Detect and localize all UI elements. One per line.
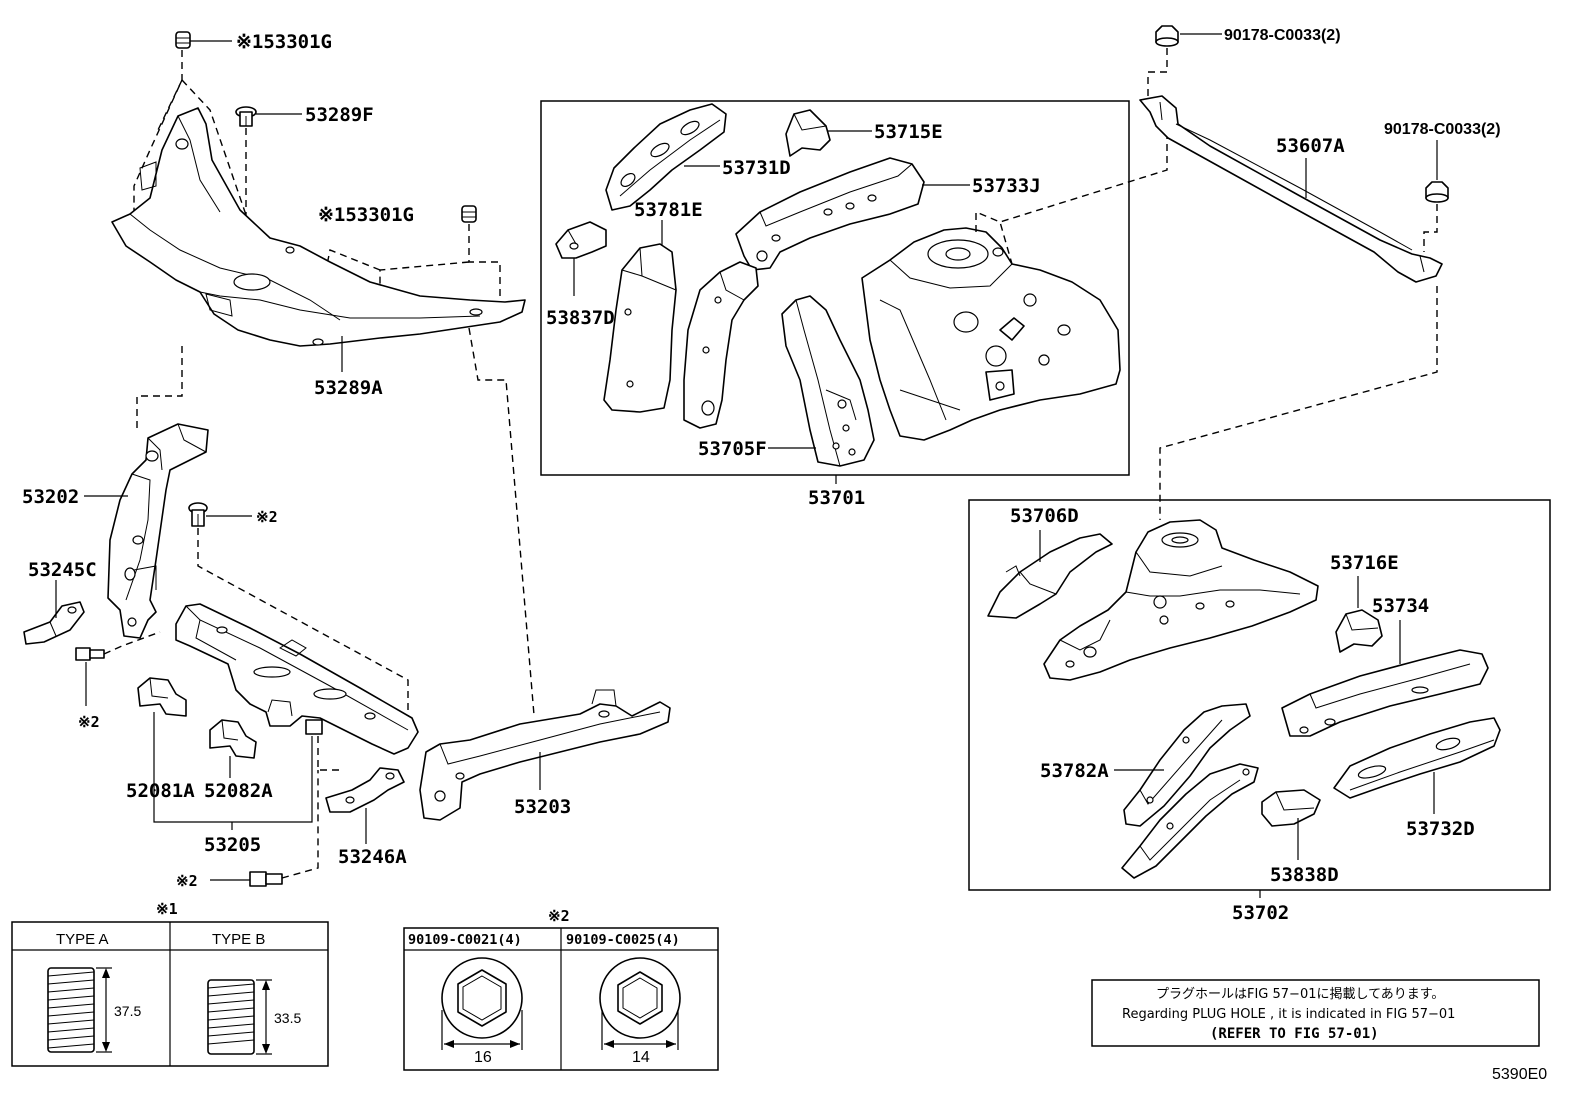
label-53716e: 53716E — [1330, 552, 1399, 574]
type-a-header: TYPE A — [56, 931, 109, 948]
note-japanese: プラグホールはFIG 57−01に掲載してあります。 — [1156, 986, 1444, 1002]
bolt-head-a-drawing — [441, 957, 523, 1050]
label-53715e: 53715E — [874, 121, 943, 143]
label-x2-bottom: ※2 — [176, 872, 198, 890]
label-53702: 53702 — [1232, 902, 1289, 924]
bracket-52082a[interactable] — [209, 719, 257, 759]
panel-53781e[interactable] — [603, 243, 677, 413]
bracket-53715e[interactable] — [785, 109, 831, 157]
nut-90178-top[interactable] — [1155, 25, 1179, 47]
bracket-52081a[interactable] — [137, 677, 187, 717]
label-52082a: 52082A — [204, 780, 273, 802]
label-53706d: 53706D — [1010, 505, 1079, 527]
label-53732d: 53732D — [1406, 818, 1475, 840]
bolt-bottom[interactable] — [249, 871, 283, 887]
table-clip-types: ※1 TYPE A TYPE B 37.5 33.5 — [11, 900, 329, 1067]
label-90178-a: 90178-C0033(2) — [1224, 27, 1341, 44]
label-53301g-top: ※153301G — [236, 31, 332, 53]
label-53289f: 53289F — [305, 104, 374, 126]
bracket-53838d[interactable] — [1261, 789, 1321, 827]
label-52081a: 52081A — [126, 780, 195, 802]
label-53782a: 53782A — [1040, 760, 1109, 782]
reinforcement-53732d[interactable] — [1333, 717, 1501, 799]
label-53205: 53205 — [204, 834, 261, 856]
bolt-53289f[interactable] — [235, 106, 257, 127]
note-english: Regarding PLUG HOLE , it is indicated in… — [1122, 1007, 1455, 1022]
bolt-part-a: 90109-C0021(4) — [408, 932, 522, 948]
label-x2-bolt: ※2 — [256, 508, 278, 526]
apron-lower-member-53203[interactable] — [419, 689, 671, 821]
table2-marker: ※2 — [548, 907, 570, 925]
dim-bolt-b: 14 — [632, 1049, 650, 1066]
clip-53301g-top[interactable] — [175, 31, 191, 49]
label-53838d: 53838D — [1270, 864, 1339, 886]
dim-type-b: 33.5 — [274, 1010, 301, 1026]
clip-53301g-mid[interactable] — [461, 205, 477, 223]
bolt-head-b-drawing — [599, 957, 681, 1050]
front-member-group: 53202 53245C ※2 ※2 — [22, 423, 671, 890]
label-53202: 53202 — [22, 486, 79, 508]
label-53837d: 53837D — [546, 307, 615, 329]
note-reference: (REFER TO FIG 57-01) — [1210, 1026, 1379, 1042]
label-53731d: 53731D — [722, 157, 791, 179]
label-53203: 53203 — [514, 796, 571, 818]
label-53301g-mid: ※153301G — [318, 204, 414, 226]
brace-53607a[interactable] — [1139, 95, 1443, 283]
label-90178-b: 90178-C0033(2) — [1384, 121, 1501, 138]
panel-53705f[interactable] — [781, 295, 875, 467]
clip-type-b-drawing — [207, 979, 272, 1055]
label-53607a: 53607A — [1276, 135, 1345, 157]
reinforcement-53731d[interactable] — [605, 103, 727, 211]
member-53734[interactable] — [1281, 649, 1489, 737]
label-53246a: 53246A — [338, 846, 407, 868]
group-53702: 53706D 53716E — [968, 499, 1551, 924]
bolt-part-b: 90109-C0025(4) — [566, 932, 680, 948]
nut-90178-right[interactable] — [1425, 181, 1449, 203]
group-53701: 53731D 53715E 53733J 53781E — [540, 100, 1130, 509]
box-53701 — [540, 100, 1130, 476]
front-crossmember-53205[interactable] — [175, 603, 419, 755]
wheelhouse-panel[interactable] — [861, 227, 1121, 441]
bracket-53716e[interactable] — [1335, 609, 1383, 653]
bracket-53245c[interactable] — [23, 601, 85, 645]
apron-upper-member-53202[interactable] — [107, 423, 209, 639]
label-53781e: 53781E — [634, 199, 703, 221]
plug-hole-note: プラグホールはFIG 57−01に掲載してあります。 Regarding PLU… — [1091, 979, 1540, 1047]
apron-assembly[interactable] — [1043, 519, 1319, 681]
bracket-53246a[interactable] — [325, 767, 405, 813]
panel-53706d[interactable] — [987, 533, 1113, 619]
figure-code: 5390E0 — [1492, 1066, 1547, 1083]
cowl-top-panel-53289a[interactable] — [111, 107, 526, 347]
label-53705f: 53705F — [698, 438, 767, 460]
table1-marker: ※1 — [156, 900, 178, 918]
member-53733j[interactable] — [735, 157, 925, 271]
member-53782a[interactable] — [1123, 703, 1251, 827]
label-53734: 53734 — [1372, 595, 1429, 617]
member-lower-53702[interactable] — [1121, 763, 1259, 879]
label-53701: 53701 — [808, 487, 865, 509]
label-53289a: 53289A — [314, 377, 383, 399]
bolt-left[interactable] — [75, 647, 105, 661]
label-x2-left: ※2 — [78, 713, 100, 731]
cowl-panel-group: ※153301G 53289F ※153301G — [111, 31, 535, 716]
label-53245c: 53245C — [28, 559, 97, 581]
apron-panel-middle[interactable] — [683, 261, 759, 429]
bolt-upper[interactable] — [188, 502, 208, 527]
dim-bolt-a: 16 — [474, 1049, 492, 1066]
bracket-53837d[interactable] — [555, 221, 607, 259]
dim-type-a: 37.5 — [114, 1003, 141, 1019]
table-bolt-sizes: ※2 90109-C0021(4) 90109-C0025(4) 16 — [403, 907, 719, 1071]
brace-group: 90178-C0033(2) 53607A 90178-C0033(2) — [999, 25, 1501, 520]
label-53733j: 53733J — [972, 175, 1041, 197]
type-b-header: TYPE B — [212, 931, 265, 948]
clip-type-a-drawing — [47, 967, 112, 1053]
